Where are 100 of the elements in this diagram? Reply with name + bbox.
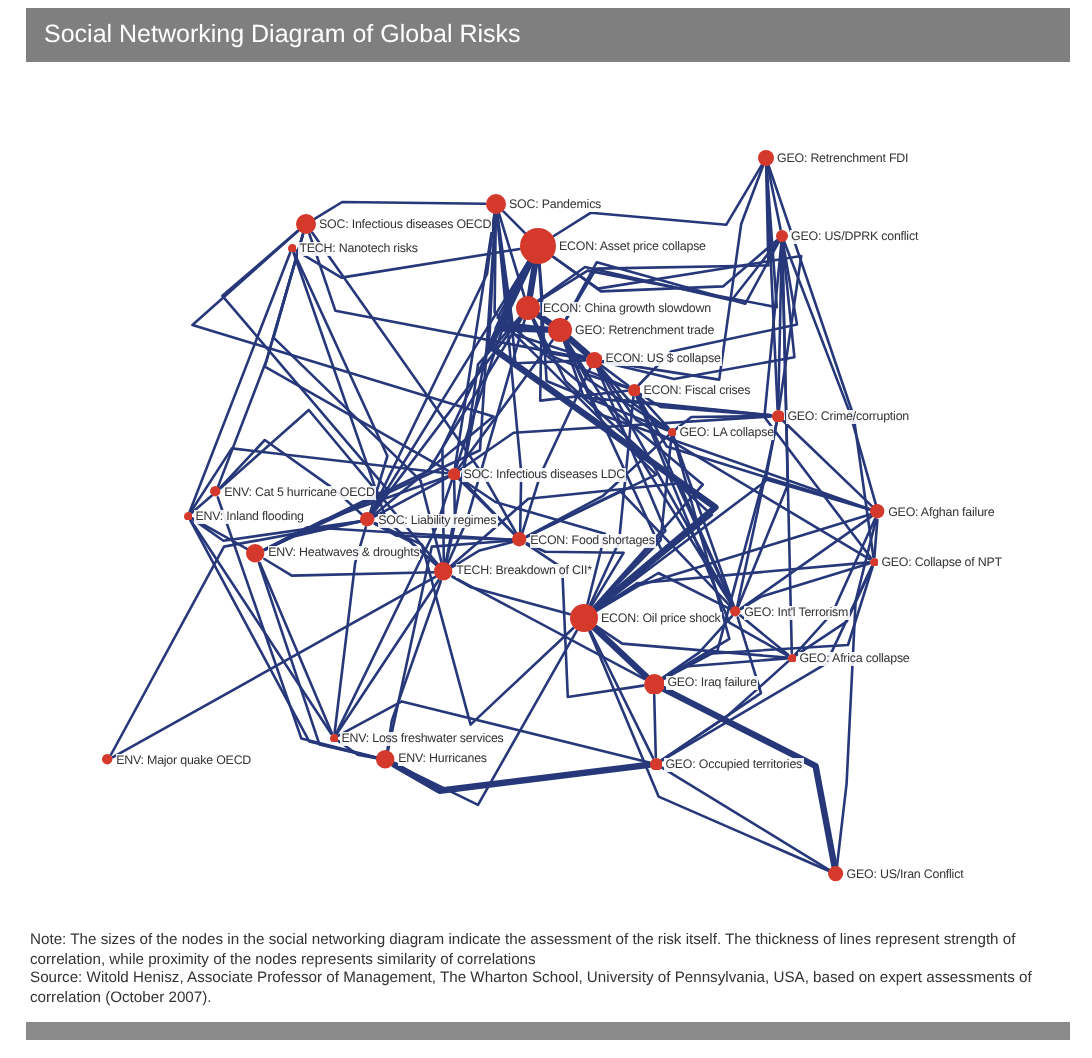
connector-line xyxy=(531,318,587,360)
connector-line xyxy=(661,657,789,680)
connector-line xyxy=(496,213,587,359)
connector-line xyxy=(660,766,831,872)
connector-line xyxy=(566,335,591,358)
connector-line xyxy=(386,579,443,752)
connector-line xyxy=(458,476,607,606)
connector-line xyxy=(444,479,457,564)
connector-line xyxy=(638,392,773,417)
connector-line xyxy=(536,239,780,302)
connector-line xyxy=(660,660,790,762)
connector-line xyxy=(502,210,527,235)
connector-line xyxy=(451,575,572,616)
connector-line xyxy=(662,565,874,680)
connector-line xyxy=(257,561,378,760)
connector-line xyxy=(551,238,779,293)
connector-line xyxy=(219,408,440,566)
connector-line xyxy=(189,518,333,736)
connector-line xyxy=(263,557,436,577)
connector-line xyxy=(335,578,440,736)
connector-line xyxy=(794,517,877,656)
connector-line xyxy=(188,251,292,513)
connector-line xyxy=(661,614,734,679)
connector-line xyxy=(272,232,443,564)
connector-line xyxy=(386,539,514,752)
connector-line xyxy=(588,395,635,607)
connector-line xyxy=(537,263,669,432)
connector-line xyxy=(460,316,521,536)
connector-line xyxy=(588,630,830,873)
connector-line xyxy=(660,685,838,870)
connector-line xyxy=(763,241,873,560)
connector-line xyxy=(535,312,553,326)
connector-line xyxy=(294,247,521,279)
connector-line xyxy=(739,614,790,657)
connector-line xyxy=(451,540,514,569)
connector-line xyxy=(783,240,878,506)
connector-line xyxy=(373,476,450,518)
connector-line xyxy=(456,338,554,470)
connector-line xyxy=(525,434,670,538)
connector-line xyxy=(552,164,763,238)
connector-line xyxy=(652,693,658,759)
connector-line xyxy=(595,571,733,612)
connector-line xyxy=(191,517,249,551)
connector-line xyxy=(308,232,587,360)
connector-line xyxy=(111,575,437,759)
connector-line xyxy=(218,438,364,517)
connector-line xyxy=(451,575,646,681)
connector-line xyxy=(564,240,781,321)
connector-line xyxy=(672,435,736,608)
connector-line xyxy=(450,481,735,608)
connector-line xyxy=(216,496,378,759)
connector-line xyxy=(453,213,496,469)
connector-line xyxy=(190,494,213,515)
connector-line xyxy=(781,419,874,508)
connector-line xyxy=(373,522,438,567)
connector-line xyxy=(835,518,878,868)
connector-line xyxy=(263,525,514,551)
connector-line xyxy=(591,624,650,680)
connector-line xyxy=(189,447,449,514)
connector-line xyxy=(636,394,872,511)
connector-line xyxy=(598,365,670,431)
connector-line xyxy=(637,241,799,387)
connector-line xyxy=(735,421,778,608)
connector-line xyxy=(334,479,454,735)
connector-line xyxy=(525,542,645,699)
connector-line xyxy=(109,520,362,757)
connector-line xyxy=(391,761,653,794)
connector-line xyxy=(601,164,765,381)
connector-line xyxy=(371,316,522,516)
connector-line xyxy=(766,165,782,231)
connector-line xyxy=(525,489,734,610)
connector-line xyxy=(258,561,334,735)
connector-line xyxy=(739,562,871,611)
connector-line xyxy=(660,565,874,762)
connector-line xyxy=(526,261,539,299)
connector-line xyxy=(310,231,518,535)
connector-line xyxy=(336,739,378,760)
connector-line xyxy=(525,542,625,607)
connector-line xyxy=(589,629,655,760)
connector-line xyxy=(370,213,496,515)
connector-line xyxy=(333,526,368,735)
connector-line xyxy=(337,700,651,764)
connector-line xyxy=(521,366,592,534)
connector-line xyxy=(458,415,773,472)
connector-line xyxy=(767,164,875,559)
connector-line xyxy=(313,200,487,220)
connector-line xyxy=(497,212,526,298)
connector-line xyxy=(370,260,530,515)
diagram-title: Social Networking Diagram of Global Risks xyxy=(44,20,521,50)
connector-line xyxy=(739,515,873,610)
connector-line xyxy=(538,263,629,402)
connector-line xyxy=(551,254,803,411)
connector-line xyxy=(457,477,516,536)
connector-line xyxy=(599,364,630,388)
connector-line xyxy=(873,518,879,559)
connector-line xyxy=(595,512,872,612)
connector-line xyxy=(373,521,575,726)
connector-line xyxy=(446,318,526,565)
connector-line xyxy=(292,251,389,514)
connector-line xyxy=(263,520,362,552)
